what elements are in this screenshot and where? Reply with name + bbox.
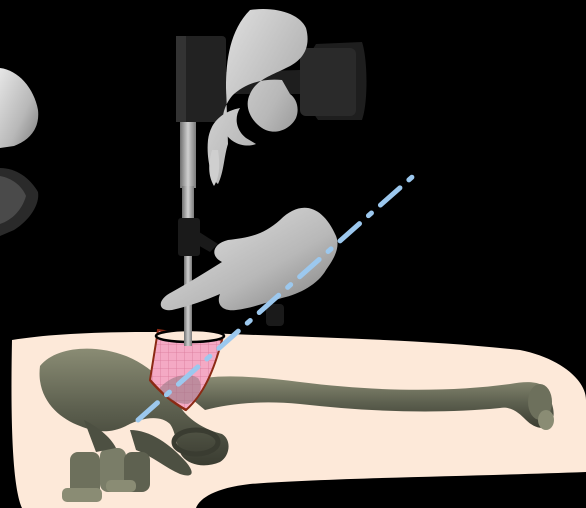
surgical-illustration — [0, 0, 586, 508]
